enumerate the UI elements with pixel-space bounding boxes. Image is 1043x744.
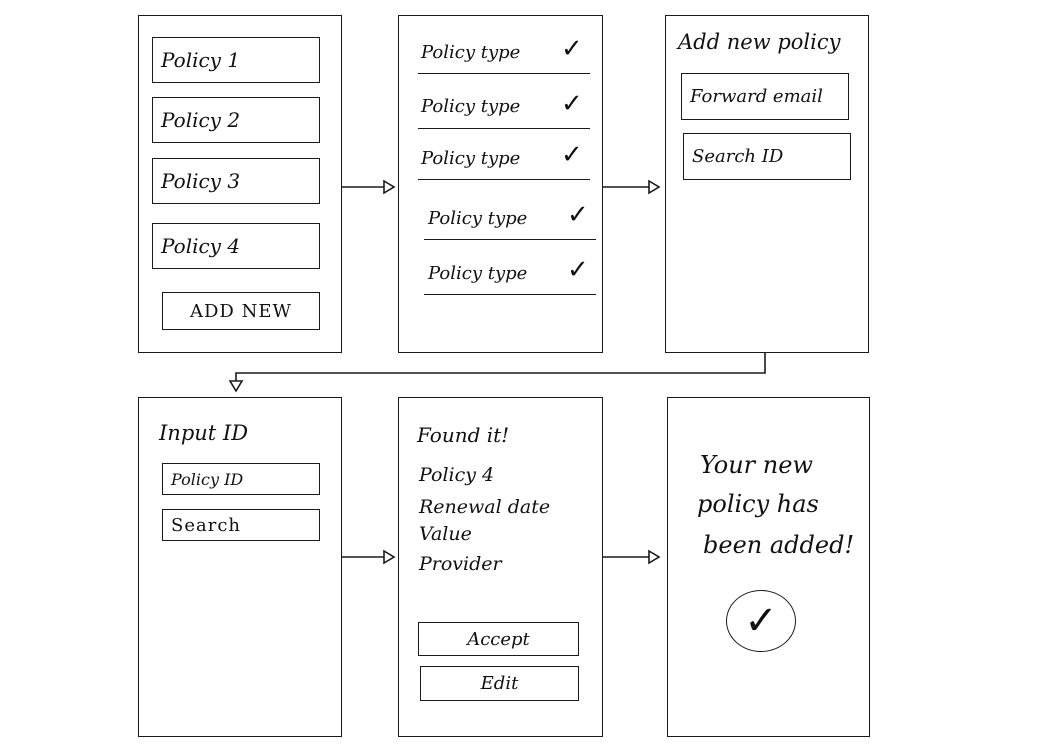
page-title: Found it! bbox=[417, 423, 510, 447]
policy-type-row-label: Policy type bbox=[428, 208, 528, 229]
policy-item-1[interactable]: Policy 1 bbox=[152, 37, 320, 83]
screen-add-new-policy bbox=[665, 15, 869, 353]
forward-email-label: Forward email bbox=[690, 86, 823, 107]
edit-label: Edit bbox=[480, 673, 519, 694]
policy-item-2[interactable]: Policy 2 bbox=[152, 97, 320, 143]
policy-id-input[interactable]: Policy ID bbox=[162, 463, 320, 495]
screen-input-id bbox=[138, 397, 342, 737]
forward-email-button[interactable]: Forward email bbox=[681, 73, 849, 120]
screen-policy-types bbox=[398, 15, 603, 353]
check-icon[interactable]: ✓ bbox=[567, 255, 589, 285]
success-message-line: been added! bbox=[703, 531, 855, 559]
success-message-line: policy has bbox=[697, 490, 819, 518]
policy-type-row-label: Policy type bbox=[428, 263, 528, 284]
policy-item-label: Policy 3 bbox=[161, 169, 241, 193]
check-icon[interactable]: ✓ bbox=[567, 200, 589, 230]
detail-renewal-date: Renewal date bbox=[419, 496, 551, 518]
policy-type-row-label: Policy type bbox=[421, 148, 521, 169]
policy-item-label: Policy 1 bbox=[161, 48, 241, 72]
policy-item-4[interactable]: Policy 4 bbox=[152, 223, 320, 269]
policy-item-3[interactable]: Policy 3 bbox=[152, 158, 320, 204]
page-title: Input ID bbox=[159, 421, 249, 445]
row-divider bbox=[424, 239, 596, 240]
check-icon[interactable]: ✓ bbox=[561, 89, 583, 119]
add-new-button[interactable]: ADD NEW bbox=[162, 292, 320, 330]
accept-button[interactable]: Accept bbox=[418, 622, 579, 656]
success-check-icon: ✓ bbox=[726, 590, 796, 652]
edit-button[interactable]: Edit bbox=[420, 666, 579, 701]
policy-type-row-label: Policy type bbox=[421, 42, 521, 63]
search-label: Search bbox=[171, 514, 241, 536]
screen-success bbox=[667, 397, 870, 737]
page-title: Add new policy bbox=[678, 30, 841, 54]
row-divider bbox=[418, 128, 590, 129]
row-divider bbox=[418, 179, 590, 180]
check-icon[interactable]: ✓ bbox=[561, 34, 583, 64]
row-divider bbox=[418, 73, 590, 74]
search-id-button[interactable]: Search ID bbox=[683, 133, 851, 180]
arrow-3-to-4 bbox=[235, 352, 766, 385]
check-mark: ✓ bbox=[744, 598, 778, 644]
policy-type-row-label: Policy type bbox=[421, 96, 521, 117]
detail-policy: Policy 4 bbox=[419, 464, 495, 486]
detail-provider: Provider bbox=[419, 553, 502, 575]
detail-value: Value bbox=[419, 523, 472, 545]
policy-id-input-value: Policy ID bbox=[171, 469, 244, 489]
policy-item-label: Policy 4 bbox=[161, 234, 241, 258]
screen-policy-list bbox=[138, 15, 342, 353]
accept-label: Accept bbox=[467, 628, 530, 650]
check-icon[interactable]: ✓ bbox=[561, 140, 583, 170]
row-divider bbox=[424, 294, 596, 295]
search-id-label: Search ID bbox=[692, 146, 784, 167]
search-button[interactable]: Search bbox=[162, 509, 320, 541]
add-new-label: ADD NEW bbox=[190, 300, 292, 322]
success-message-line: Your new bbox=[700, 451, 813, 479]
screen-found-it bbox=[398, 397, 603, 737]
policy-item-label: Policy 2 bbox=[161, 108, 241, 132]
